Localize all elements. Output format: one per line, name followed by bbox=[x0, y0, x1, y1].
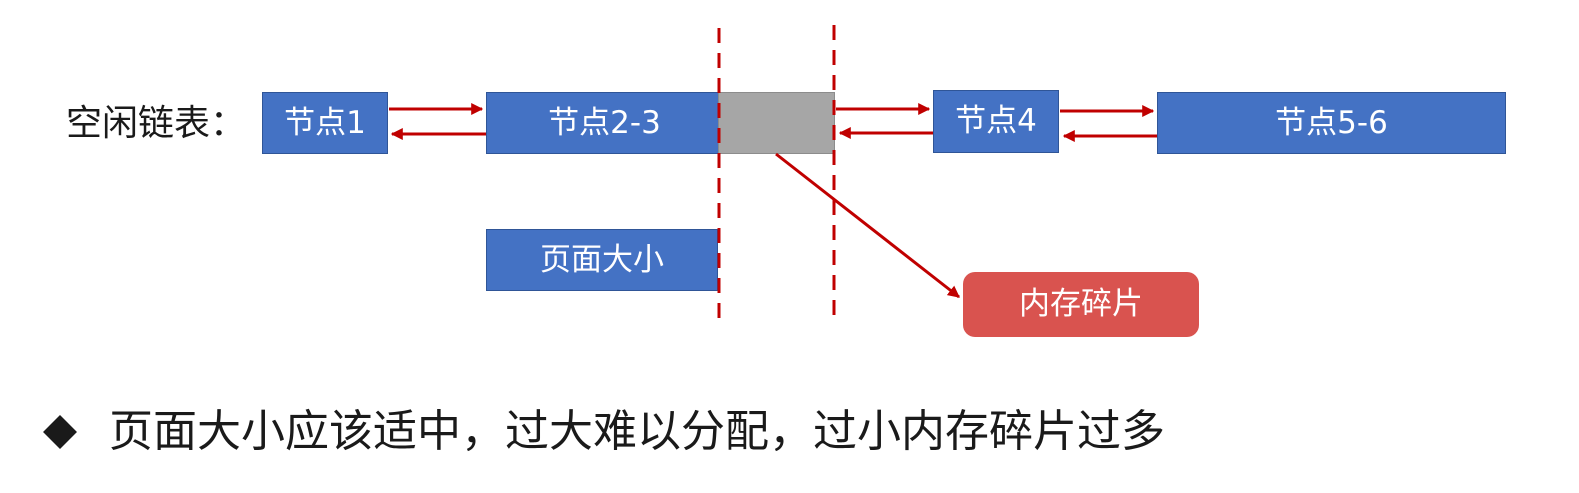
memory-fragment-label: 内存碎片 bbox=[963, 272, 1199, 337]
node-1: 节点1 bbox=[262, 92, 388, 154]
arrow-block-to-fragment-label bbox=[775, 152, 960, 299]
bullet-text: 页面大小应该适中，过大难以分配，过小内存碎片过多 bbox=[109, 406, 1165, 457]
free-list-label: 空闲链表： bbox=[66, 103, 247, 144]
page-size-box: 页面大小 bbox=[486, 229, 718, 291]
node-5-6: 节点5-6 bbox=[1157, 92, 1506, 154]
node-4: 节点4 bbox=[933, 90, 1059, 153]
bullet-row: 页面大小应该适中，过大难以分配，过小内存碎片过多 bbox=[42, 400, 1165, 464]
diamond-bullet-icon bbox=[43, 415, 77, 449]
